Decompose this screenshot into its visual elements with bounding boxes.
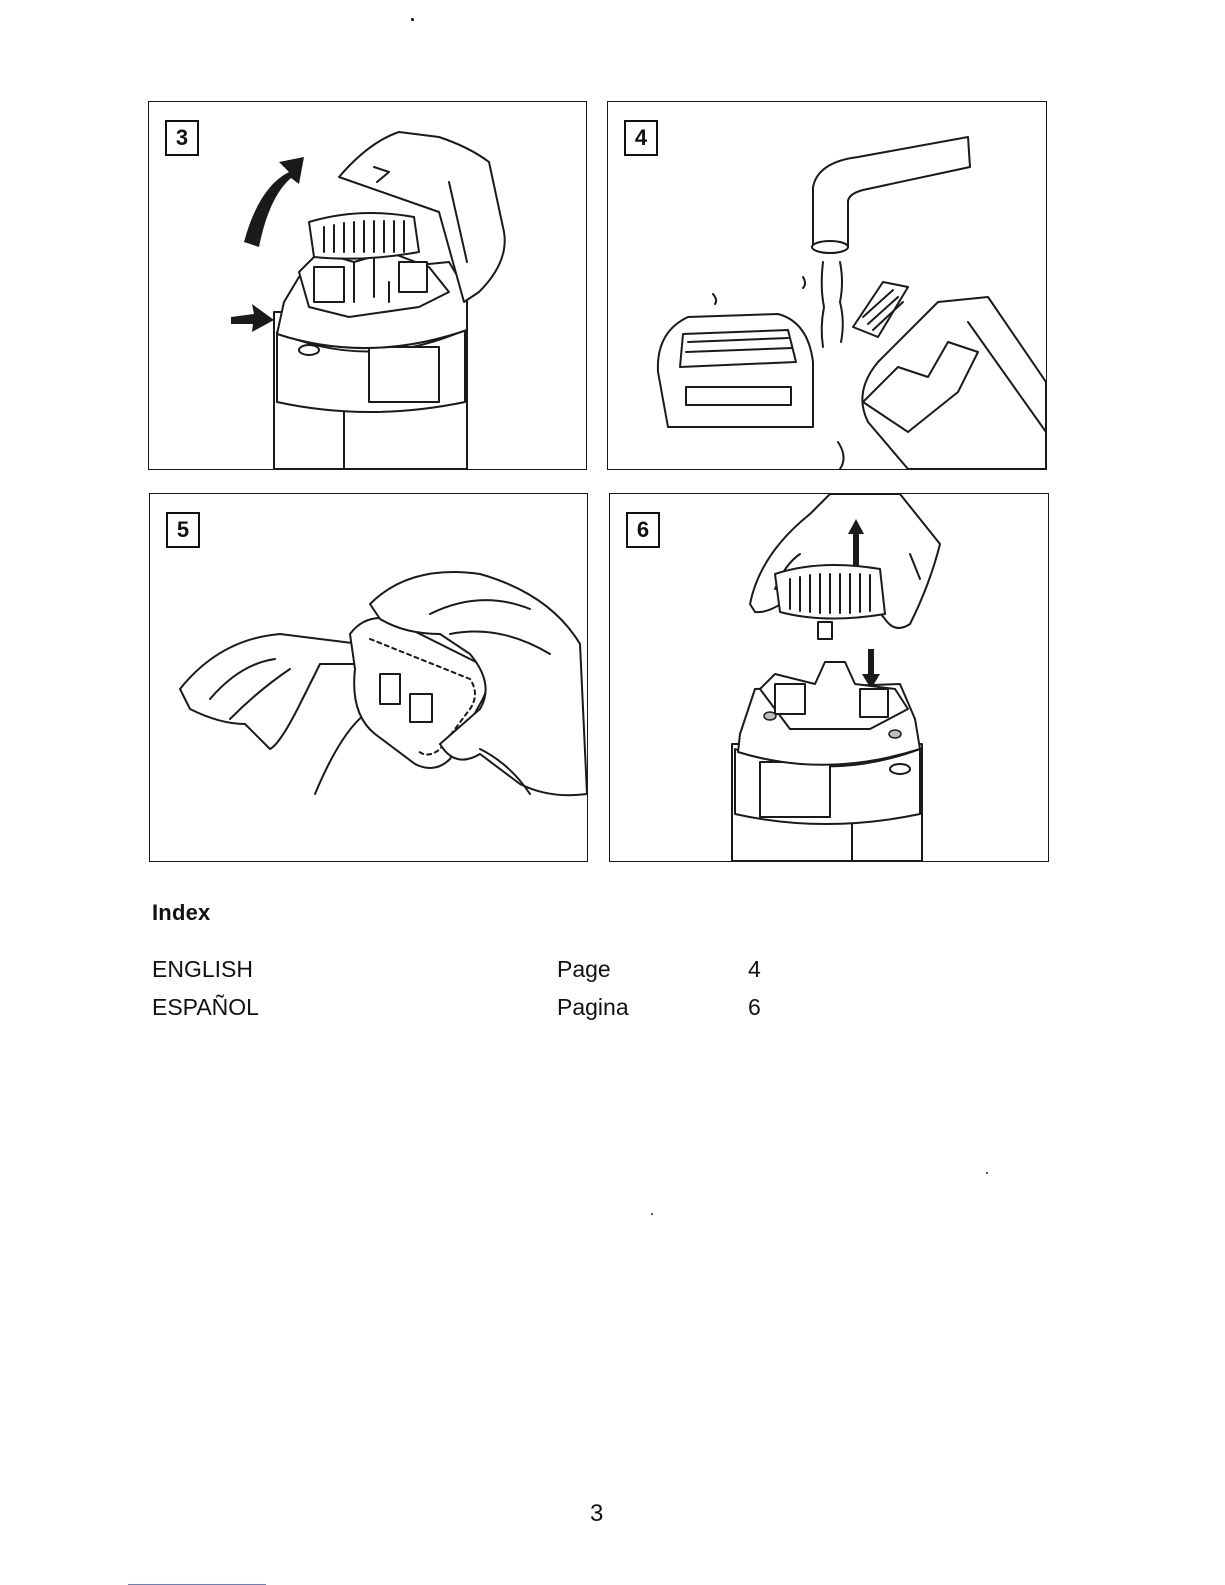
index-page-label: Page <box>557 956 611 983</box>
index-page-number: 4 <box>748 956 761 983</box>
index-page-number: 6 <box>748 994 761 1021</box>
scan-speck <box>411 18 414 21</box>
figure-panel-4: 4 <box>607 101 1047 470</box>
step-number-badge: 4 <box>624 120 658 156</box>
replace-cutter-block-icon <box>610 494 1048 861</box>
index-language: ENGLISH <box>152 956 253 983</box>
index-row-english: ENGLISH Page 4 <box>0 956 1225 988</box>
page-number: 3 <box>590 1500 603 1528</box>
step-number-badge: 5 <box>166 512 200 548</box>
index-language: ESPAÑOL <box>152 994 259 1021</box>
figure-panel-5: 5 <box>149 493 588 862</box>
open-shaver-head-icon <box>149 102 586 469</box>
index-row-espanol: ESPAÑOL Pagina 6 <box>0 994 1225 1026</box>
clean-foil-by-hand-icon <box>150 494 587 861</box>
figure-panel-3: 3 <box>148 101 587 470</box>
step-number-badge: 6 <box>626 512 660 548</box>
figure-panel-6: 6 <box>609 493 1049 862</box>
scan-speck <box>651 1213 653 1215</box>
index-page-label: Pagina <box>557 994 629 1021</box>
index-heading: Index <box>152 900 210 926</box>
step-number-badge: 3 <box>165 120 199 156</box>
rinse-under-tap-icon <box>608 102 1046 469</box>
scan-speck <box>986 1172 988 1174</box>
